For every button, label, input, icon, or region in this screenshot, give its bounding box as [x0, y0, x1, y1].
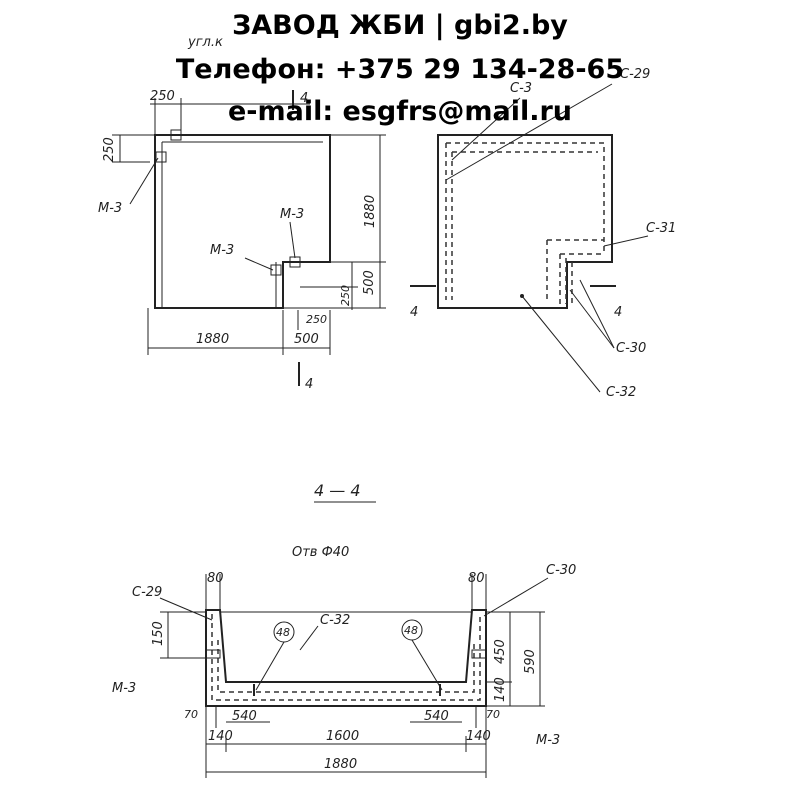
- c32-label: С-32: [606, 385, 636, 400]
- dim-540-left: 540: [232, 709, 257, 724]
- dim-140-bl: 140: [208, 729, 233, 744]
- section-title: 4 — 4: [314, 481, 361, 500]
- dim-1880-right: 1880: [363, 195, 378, 228]
- leader-c3: [451, 97, 521, 161]
- rebar-inner: [565, 258, 573, 304]
- dim-80-right: 80: [468, 571, 485, 586]
- cut-mark-top: 4: [300, 91, 308, 106]
- leader-section-c29: [159, 597, 213, 621]
- watermark-line-3: e-mail: esgfrs@mail.ru: [227, 96, 573, 127]
- section-c32: С-32: [320, 613, 350, 628]
- rebar-c30: [546, 239, 604, 304]
- leader-section-c32: [299, 625, 319, 651]
- leader-m3-left: [129, 157, 159, 205]
- leader-m3-mid: [244, 257, 274, 271]
- cut-4-right-label: 4: [614, 305, 622, 320]
- m3-mid-label: М-3: [210, 243, 234, 258]
- leader-m3-top: [289, 221, 296, 259]
- c30-label: С-30: [616, 341, 646, 356]
- plan-left: 250 250 1880 500 250 1880 500 250 4 4 у: [98, 35, 386, 392]
- embed-mid-left: [270, 264, 282, 276]
- dim-540-right: 540: [424, 709, 449, 724]
- rebar-c29: [445, 142, 605, 300]
- dim-250-mid: 250: [339, 285, 352, 306]
- plan-left-inner-wall: [161, 141, 323, 308]
- m3-left-label: М-3: [98, 201, 122, 216]
- section-c30: С-30: [546, 563, 576, 578]
- circle-48-right-text: 48: [404, 624, 418, 637]
- m3-top-label: М-3: [280, 207, 304, 222]
- leader-c30-a: [569, 289, 615, 349]
- section-rebar-inner: [217, 640, 475, 693]
- dim-70-right: 70: [486, 708, 500, 721]
- cut-4-left-label: 4: [410, 305, 418, 320]
- leader: [411, 639, 443, 691]
- section-m3-left: М-3: [112, 681, 136, 696]
- leader-dot: [520, 294, 524, 298]
- dim-1600: 1600: [326, 729, 359, 744]
- embed-section-right: [471, 649, 487, 659]
- section-m3-right: М-3: [536, 733, 560, 748]
- dim-140-right: 140: [493, 677, 508, 702]
- dim-250-left: 250: [102, 137, 117, 162]
- watermark-line-1: ЗАВОД ЖБИ | gbi2.by: [232, 10, 568, 41]
- leader-c32: [521, 295, 601, 393]
- plan-right: 4 4 С-29 С-3 С-31 С-30 С-32: [410, 67, 676, 400]
- hole-label: Отв Ф40: [292, 545, 349, 560]
- rebar-c31: [451, 151, 598, 300]
- embed-top-left: [170, 129, 182, 141]
- dim-1880-section: 1880: [324, 757, 357, 772]
- dim-250-top: 250: [150, 89, 175, 104]
- leader-section-c30: [483, 577, 549, 617]
- section-c29: С-29: [132, 585, 162, 600]
- plan-right-outline: [437, 134, 613, 309]
- dim-450: 450: [493, 639, 508, 664]
- c31-label: С-31: [646, 221, 676, 236]
- dim-500-right: 500: [362, 270, 377, 295]
- embed-left: [155, 151, 167, 163]
- dim-140-br: 140: [466, 729, 491, 744]
- dim-590: 590: [523, 649, 538, 674]
- leader: [255, 641, 285, 691]
- watermark-line-2: Телефон: +375 29 134-28-65: [175, 54, 625, 85]
- dim-150: 150: [151, 621, 166, 646]
- circle-48-left-text: 48: [276, 626, 290, 639]
- c29-label: С-29: [620, 67, 650, 82]
- section-rebar-outer: [211, 614, 481, 701]
- leader-c29: [445, 83, 613, 181]
- cut-mark-bottom: 4: [305, 377, 313, 392]
- embed-section-left: [205, 649, 221, 659]
- dim-500-bottom: 500: [294, 332, 319, 347]
- corner-text: угл.к: [187, 35, 223, 50]
- leader-c30-b: [579, 279, 615, 349]
- c3-label: С-3: [510, 81, 532, 96]
- dim-80-left: 80: [207, 571, 224, 586]
- section-4-4: 4 — 4 Отв Ф40 48 48 С-29 С-30 С-32 М-3 М…: [112, 481, 576, 778]
- leader-c31: [603, 235, 649, 247]
- dim-1880-bottom: 1880: [196, 332, 229, 347]
- dim-250-low: 250: [306, 313, 327, 326]
- dim-70-left: 70: [184, 708, 198, 721]
